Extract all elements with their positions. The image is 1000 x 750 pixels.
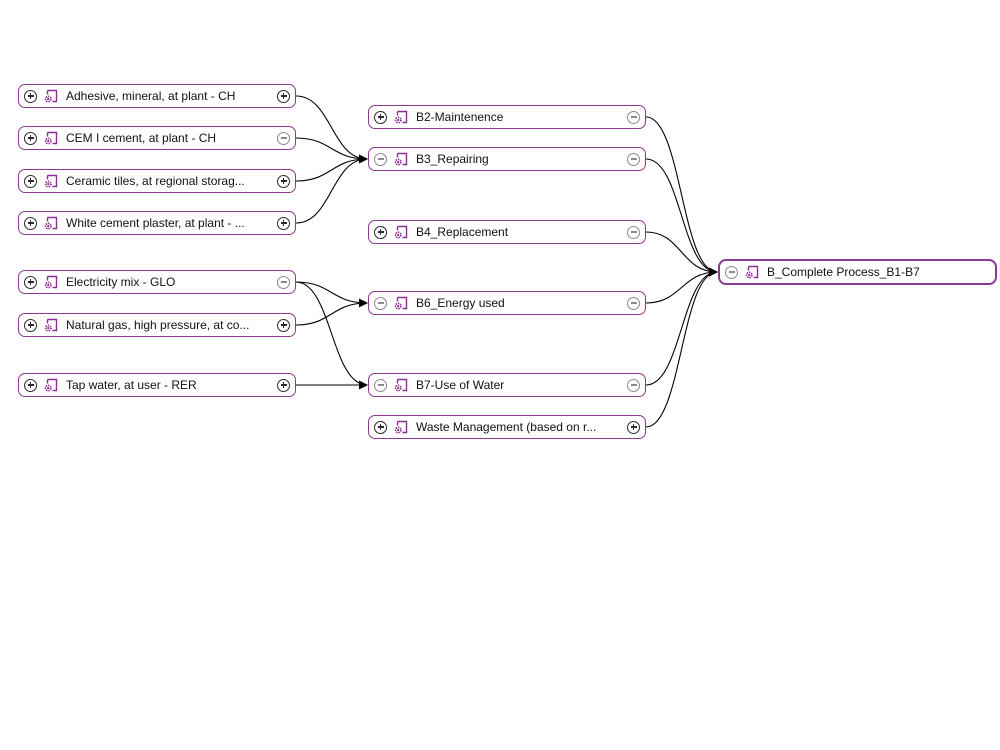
right-expand-icon[interactable]: [277, 378, 290, 392]
process-node-label: B_Complete Process_B1-B7: [767, 265, 920, 279]
left-expand-icon[interactable]: [24, 378, 37, 392]
edge-in-2-to-st-1: [295, 154, 368, 182]
left-expand-icon[interactable]: [374, 110, 387, 124]
right-expand-icon[interactable]: [277, 216, 290, 230]
left-expand-icon[interactable]: [374, 420, 387, 434]
process-node-label: B6_Energy used: [416, 296, 505, 310]
process-gear-icon: [394, 420, 408, 434]
right-collapse-icon[interactable]: [627, 378, 640, 392]
edge-st-0-to-out: [645, 116, 718, 277]
left-collapse-icon[interactable]: [374, 378, 387, 392]
process-node-cem-i-cement-at-plant-ch[interactable]: CEM I cement, at plant - CH: [18, 126, 296, 150]
process-node-b2-maintenence[interactable]: B2-Maintenence: [368, 105, 646, 129]
process-node-label: B7-Use of Water: [416, 378, 505, 392]
edge-st-4-to-out: [645, 267, 718, 386]
edge-in-4-to-st-3: [295, 281, 368, 308]
process-gear-icon: [44, 131, 58, 145]
process-node-b3-repairing[interactable]: B3_Repairing: [368, 147, 646, 171]
right-expand-icon[interactable]: [277, 89, 290, 103]
process-node-label: B4_Replacement: [416, 225, 509, 239]
process-node-b-complete-process-b1-b7[interactable]: B_Complete Process_B1-B7: [718, 259, 997, 285]
process-node-b6-energy-used[interactable]: B6_Energy used: [368, 291, 646, 315]
process-node-label: Natural gas, high pressure, at co...: [66, 318, 250, 332]
edge-in-5-to-st-3: [295, 298, 368, 326]
process-node-b4-replacement[interactable]: B4_Replacement: [368, 220, 646, 244]
process-node-label: CEM I cement, at plant - CH: [66, 131, 217, 145]
process-node-white-cement-plaster-at-plant[interactable]: White cement plaster, at plant - ...: [18, 211, 296, 235]
process-gear-icon: [394, 225, 408, 239]
process-node-natural-gas-high-pressure-at-co[interactable]: Natural gas, high pressure, at co...: [18, 313, 296, 337]
left-collapse-icon[interactable]: [374, 296, 387, 310]
edge-st-5-to-out: [645, 267, 718, 428]
edge-st-2-to-out: [645, 231, 718, 277]
process-node-label: Ceramic tiles, at regional storag...: [66, 174, 245, 188]
process-gear-icon: [44, 174, 58, 188]
process-gear-icon: [745, 265, 759, 279]
right-expand-icon[interactable]: [627, 420, 640, 434]
edge-in-4-to-st-4: [295, 281, 368, 390]
edge-in-0-to-st-1: [295, 95, 368, 164]
left-expand-icon[interactable]: [24, 174, 37, 188]
process-gear-icon: [44, 318, 58, 332]
left-collapse-icon[interactable]: [374, 152, 387, 166]
process-gear-icon: [394, 378, 408, 392]
process-node-label: B2-Maintenence: [416, 110, 504, 124]
right-collapse-icon[interactable]: [277, 275, 290, 289]
left-expand-icon[interactable]: [24, 216, 37, 230]
right-collapse-icon[interactable]: [627, 225, 640, 239]
process-gear-icon: [394, 110, 408, 124]
right-collapse-icon[interactable]: [277, 131, 290, 145]
process-node-label: Tap water, at user - RER: [66, 378, 197, 392]
process-node-electricity-mix-glo[interactable]: Electricity mix - GLO: [18, 270, 296, 294]
process-node-label: Electricity mix - GLO: [66, 275, 176, 289]
edge-st-3-to-out: [645, 267, 718, 304]
process-node-label: Adhesive, mineral, at plant - CH: [66, 89, 236, 103]
process-gear-icon: [44, 216, 58, 230]
process-node-adhesive-mineral-at-plant-ch[interactable]: Adhesive, mineral, at plant - CH: [18, 84, 296, 108]
edge-in-1-to-st-1: [295, 137, 368, 164]
process-gear-icon: [394, 296, 408, 310]
right-collapse-icon[interactable]: [627, 296, 640, 310]
process-gear-icon: [44, 89, 58, 103]
right-collapse-icon[interactable]: [627, 152, 640, 166]
right-expand-icon[interactable]: [277, 318, 290, 332]
left-expand-icon[interactable]: [24, 318, 37, 332]
right-collapse-icon[interactable]: [627, 110, 640, 124]
process-gear-icon: [44, 275, 58, 289]
process-node-ceramic-tiles-at-regional-storag[interactable]: Ceramic tiles, at regional storag...: [18, 169, 296, 193]
left-expand-icon[interactable]: [24, 131, 37, 145]
left-expand-icon[interactable]: [24, 89, 37, 103]
edge-st-1-to-out: [645, 158, 718, 277]
process-node-waste-management-based-on-r[interactable]: Waste Management (based on r...: [368, 415, 646, 439]
process-node-label: B3_Repairing: [416, 152, 489, 166]
process-node-b7-use-of-water[interactable]: B7-Use of Water: [368, 373, 646, 397]
process-node-tap-water-at-user-rer[interactable]: Tap water, at user - RER: [18, 373, 296, 397]
process-gear-icon: [394, 152, 408, 166]
process-node-label: Waste Management (based on r...: [416, 420, 597, 434]
process-node-label: White cement plaster, at plant - ...: [66, 216, 245, 230]
left-expand-icon[interactable]: [24, 275, 37, 289]
left-expand-icon[interactable]: [374, 225, 387, 239]
left-collapse-icon[interactable]: [725, 265, 738, 279]
right-expand-icon[interactable]: [277, 174, 290, 188]
edge-in-3-to-st-1: [295, 154, 368, 224]
process-gear-icon: [44, 378, 58, 392]
